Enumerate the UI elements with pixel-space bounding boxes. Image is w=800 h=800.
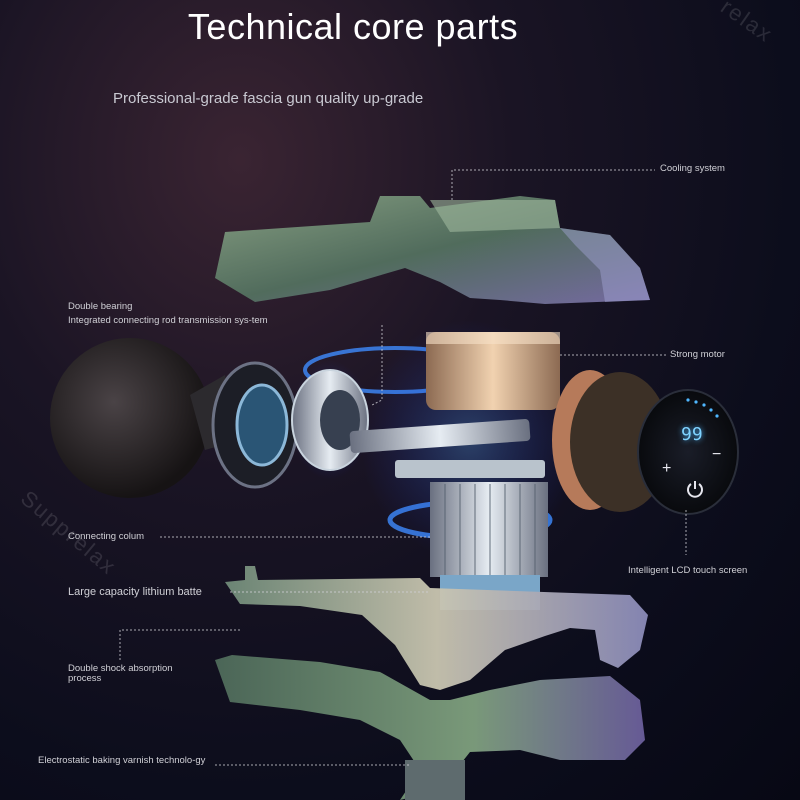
- label-cooling-system: Cooling system: [660, 163, 725, 174]
- lcd-speed-value: 99: [681, 424, 703, 445]
- lcd-minus-button[interactable]: −: [712, 446, 722, 463]
- label-connecting-rod: Integrated connecting rod transmission s…: [68, 315, 268, 326]
- lcd-plus-button[interactable]: +: [662, 460, 672, 477]
- label-shock-absorption: Double shock absorption process: [68, 663, 173, 684]
- power-icon-glyph: [687, 481, 703, 498]
- label-strong-motor: Strong motor: [670, 349, 725, 360]
- label-lcd-touch-screen: Intelligent LCD touch screen: [628, 565, 748, 576]
- label-double-bearing: Double bearing: [68, 301, 133, 312]
- power-icon[interactable]: [684, 478, 706, 500]
- page-subtitle: Professional-grade fascia gun quality up…: [113, 90, 424, 107]
- label-connecting-column: Connecting colum: [68, 531, 145, 542]
- page-title: Technical core parts: [187, 6, 519, 47]
- label-lithium-battery: Large capacity lithium batte: [68, 586, 202, 598]
- label-varnish-technology: Electrostatic baking varnish technolo-gy: [38, 755, 206, 766]
